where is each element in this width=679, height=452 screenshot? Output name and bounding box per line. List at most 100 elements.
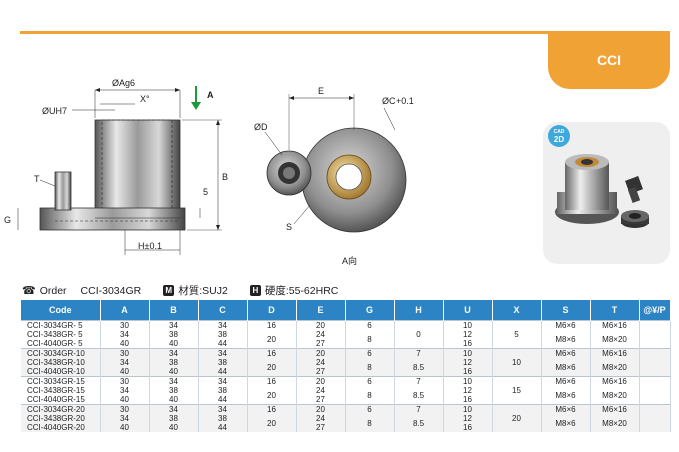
cell-d: 16 (247, 404, 297, 414)
top-view: E ØC +0.1 ØD S A向 (254, 86, 414, 266)
cell-a: 30 (100, 348, 150, 358)
cell-code: CCI-3034GR-10 (21, 348, 101, 358)
header-rule (20, 31, 670, 34)
cell-e: 20 (296, 376, 346, 386)
cell-a: 40 (100, 339, 150, 349)
cell-s: M6×6 (541, 404, 591, 414)
cell-s: M6×6 (541, 376, 591, 386)
cell-e: 27 (296, 423, 346, 432)
cell-u: 12 (443, 330, 493, 339)
cell-x: 20 (492, 404, 542, 432)
cell-b: 34 (149, 320, 199, 330)
cell-u: 10 (443, 348, 493, 358)
cell-b: 34 (149, 376, 199, 386)
cell-u: 10 (443, 376, 493, 386)
table-header: Code A B C D E G H U X S T @¥/P (21, 300, 671, 321)
hardness-icon: H (249, 285, 261, 296)
cell-e: 27 (296, 339, 346, 349)
cell-h: 0 (394, 320, 444, 349)
cad-2d-badge[interactable]: CAD 2D (548, 125, 570, 147)
col-g: G (345, 300, 395, 321)
cell-e: 20 (296, 404, 346, 414)
cell-a: 30 (100, 404, 150, 414)
cell-h: 7 (394, 348, 444, 358)
cell-c: 34 (198, 404, 248, 414)
col-price: @¥/P (639, 300, 671, 321)
cell-e: 27 (296, 395, 346, 405)
cell-g: 8 (345, 386, 395, 405)
cell-code: CCI-3034GR- 5 (21, 320, 101, 330)
cell-t: M8×20 (590, 358, 640, 377)
cell-h: 8.5 (394, 414, 444, 432)
cell-u: 10 (443, 320, 493, 330)
dim-uh: ØUH7 (42, 106, 67, 116)
cell-t: M6×16 (590, 404, 640, 414)
cell-d: 20 (247, 358, 297, 377)
cell-h: 8.5 (394, 386, 444, 405)
cell-c: 44 (198, 339, 248, 349)
cell-u: 10 (443, 404, 493, 414)
cad-badge-main: 2D (553, 135, 565, 144)
dim-s: S (286, 222, 292, 232)
cell-c: 44 (198, 395, 248, 405)
cell-u: 12 (443, 358, 493, 367)
cell-u: 16 (443, 423, 493, 432)
view-arrow-label: A (207, 90, 214, 100)
cell-code: CCI-3438GR- 5 (21, 330, 101, 339)
col-e: E (296, 300, 346, 321)
cell-g: 6 (345, 404, 395, 414)
cell-g: 8 (345, 358, 395, 377)
col-x: X (492, 300, 542, 321)
cell-c: 38 (198, 386, 248, 395)
material-icon: M (163, 285, 175, 296)
material-spec: 材質:SUJ2 (178, 285, 228, 297)
cell-a: 30 (100, 376, 150, 386)
cell-h: 8.5 (394, 358, 444, 377)
cell-price (639, 348, 671, 377)
cell-price (639, 320, 671, 349)
cell-c: 38 (198, 414, 248, 423)
cell-code: CCI-4040GR-15 (21, 395, 101, 405)
cell-b: 34 (149, 348, 199, 358)
cell-b: 40 (149, 423, 199, 432)
cell-c: 38 (198, 330, 248, 339)
product-render (555, 154, 649, 228)
cell-u: 12 (443, 414, 493, 423)
cell-b: 40 (149, 395, 199, 405)
cell-e: 24 (296, 386, 346, 395)
cell-s: M8×6 (541, 330, 591, 349)
view-label: A向 (342, 255, 357, 266)
cell-t: M6×16 (590, 348, 640, 358)
phone-icon: ☎ (22, 285, 36, 297)
cell-code: CCI-4040GR-20 (21, 423, 101, 432)
cell-t: M8×20 (590, 414, 640, 432)
cell-t: M8×20 (590, 330, 640, 349)
dim-d: ØD (254, 122, 268, 132)
cell-e: 20 (296, 320, 346, 330)
cell-d: 20 (247, 414, 297, 432)
cell-b: 34 (149, 404, 199, 414)
cell-b: 40 (149, 367, 199, 377)
cell-t: M6×16 (590, 376, 640, 386)
dim-g: G (4, 215, 11, 225)
cell-s: M8×6 (541, 414, 591, 432)
dim-c: ØC (382, 96, 396, 106)
col-h: H (394, 300, 444, 321)
cell-x: 15 (492, 376, 542, 405)
cell-s: M6×6 (541, 348, 591, 358)
technical-drawing: ØAg6 X° ØUH7 A T G B 5 H±0.1 (4, 78, 414, 266)
cell-b: 40 (149, 339, 199, 349)
spec-table: Code A B C D E G H U X S T @¥/P CCI-3034… (21, 300, 671, 432)
side-view: ØAg6 X° ØUH7 A T G B 5 H±0.1 (4, 78, 228, 255)
cell-b: 38 (149, 414, 199, 423)
cell-c: 44 (198, 423, 248, 432)
cell-d: 16 (247, 320, 297, 330)
category-tab-label: CCI (596, 52, 622, 68)
